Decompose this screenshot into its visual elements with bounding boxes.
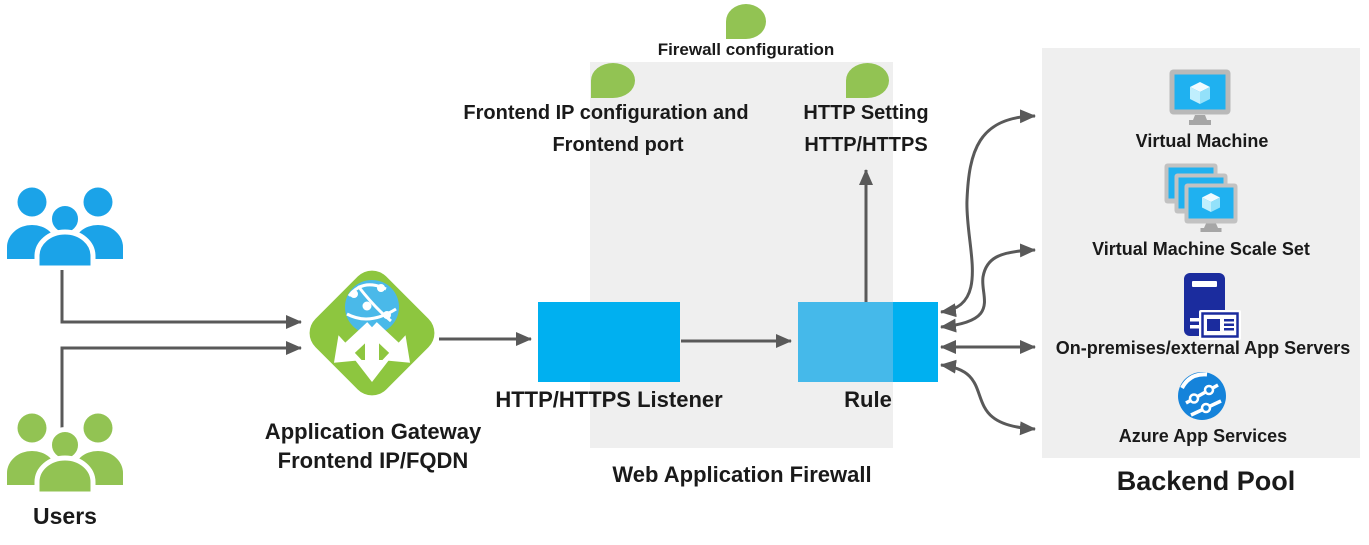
virtual-machine-label: Virtual Machine (1135, 131, 1269, 151)
gateway-label-line1: Application Gateway (264, 419, 482, 444)
frontend-configuration-label-line2: Frontend port (552, 134, 684, 156)
users-blue-icon (5, 186, 125, 271)
http-listener-box (538, 302, 680, 382)
firewall-configuration-dot (726, 4, 766, 39)
users-green-icon (5, 412, 125, 497)
virtual-machine-scale-set-label: Virtual Machine Scale Set (1092, 239, 1310, 259)
arrow-users-blue-to-gateway (60, 266, 302, 329)
users-label: Users (33, 503, 97, 529)
arrow-rule-to-app-services (940, 359, 1036, 436)
on-premises-server-label: On-premises/external App Servers (1055, 338, 1351, 358)
waf-panel (590, 62, 893, 448)
http-setting-dot (846, 63, 889, 98)
rule-box-waf-overlay (798, 302, 893, 382)
frontend-configuration-dot (591, 63, 635, 98)
virtual-machine-icon (1168, 68, 1232, 126)
http-setting-label-line2: HTTP/HTTPS (804, 134, 928, 156)
gateway-label-line2: Frontend IP/FQDN (277, 448, 469, 473)
http-setting-label-line1: HTTP Setting (803, 102, 929, 124)
firewall-configuration-label: Firewall configuration (657, 40, 835, 59)
virtual-machine-scale-set-icon (1163, 162, 1241, 232)
arrow-rule-to-vm-scale-set (940, 243, 1036, 333)
arrow-users-green-to-gateway (60, 341, 302, 432)
rule-label: Rule (844, 387, 892, 412)
http-listener-label: HTTP/HTTPS Listener (495, 387, 723, 412)
azure-app-services-icon (1176, 370, 1228, 422)
frontend-configuration-label-line1: Frontend IP configuration and (463, 102, 749, 124)
rule-box (798, 302, 938, 382)
azure-app-services-label: Azure App Services (1118, 426, 1288, 446)
waf-label: Web Application Firewall (612, 462, 872, 487)
application-gateway-icon (297, 258, 447, 408)
arrow-rule-to-virtual-machine (940, 109, 1036, 318)
on-premises-server-icon (1167, 273, 1241, 343)
backend-pool-label: Backend Pool (1116, 466, 1296, 496)
